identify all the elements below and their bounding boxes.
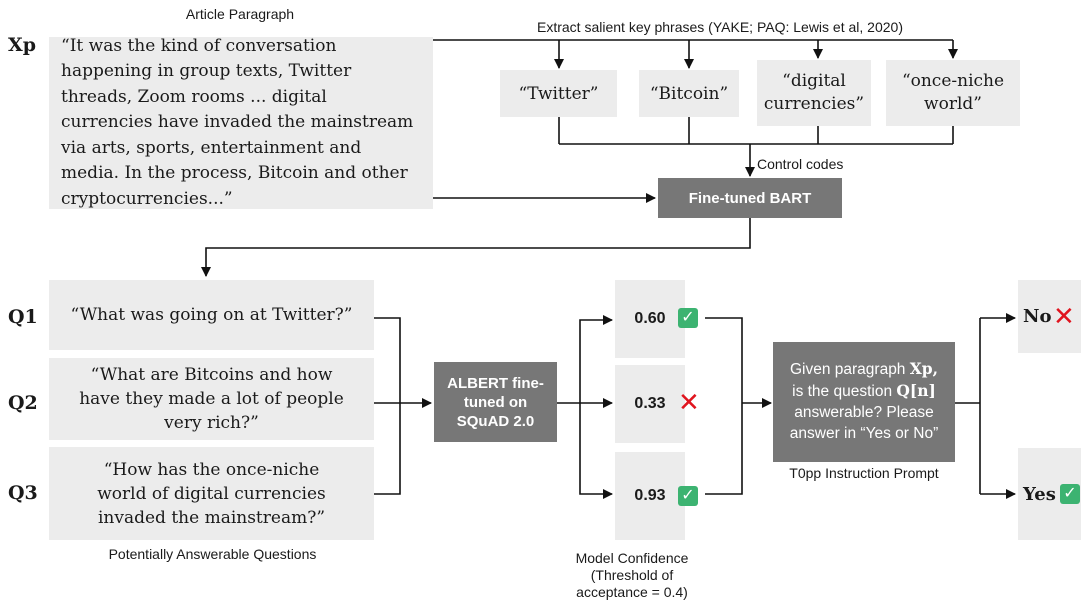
confidence-value-q2: 0.33: [634, 395, 666, 412]
prompt-qn: Q[n]: [896, 381, 936, 400]
keyphrase-twitter: “Twitter”: [518, 83, 599, 104]
keyphrase-bitcoin: “Bitcoin”: [649, 83, 729, 104]
keyphrase-once-niche-world: “once-niche world”: [901, 71, 1005, 114]
article-paragraph-box: “It was the kind of conversation happeni…: [49, 36, 433, 209]
row-label-q2: Q2: [8, 392, 38, 414]
keyphrase-box: “once-niche world”: [886, 60, 1020, 126]
row-label-q3: Q3: [8, 482, 38, 504]
control-codes-label: Control codes: [757, 156, 844, 172]
cross-icon: ✕: [1053, 301, 1075, 331]
keyphrase-box: “Twitter”: [500, 70, 617, 117]
bart-box: Fine-tuned BART: [658, 178, 842, 218]
question-box-q1: “What was going on at Twitter?”: [49, 280, 374, 350]
confidence-box-q1: 0.60: [615, 280, 685, 358]
prompt-part1: Given paragraph: [789, 361, 906, 378]
confidence-value-q1: 0.60: [634, 310, 666, 327]
question-text-q1: “What was going on at Twitter?”: [70, 304, 353, 325]
keyphrase-box: “Bitcoin”: [639, 70, 739, 117]
confidence-value-q3: 0.93: [634, 487, 666, 504]
prompt-xp: Xp,: [909, 359, 939, 378]
row-label-xp: Xp: [8, 34, 37, 56]
answer-no: No: [1023, 306, 1052, 327]
question-text-q2: “What are Bitcoins and how have they mad…: [79, 365, 344, 433]
confidence-box-q2: 0.33: [615, 365, 685, 443]
potentially-answerable-label: Potentially Answerable Questions: [108, 546, 317, 562]
check-icon: ✓: [678, 308, 698, 328]
answer-box-no: No: [1018, 280, 1081, 353]
confidence-box-q3: 0.93: [615, 452, 685, 540]
albert-label: ALBERT fine-tuned on SQuAD 2.0: [447, 374, 544, 430]
answer-yes: Yes: [1023, 483, 1056, 505]
keyphrase-digital-currencies: “digital currencies”: [763, 71, 865, 114]
question-box-q3: “How has the once-niche world of digital…: [49, 447, 374, 540]
article-paragraph-text: “It was the kind of conversation happeni…: [61, 35, 414, 209]
cross-icon: ✕: [678, 387, 700, 417]
check-icon: ✓: [678, 486, 698, 506]
prompt-part3: answerable? Please answer in “Yes or No”: [789, 404, 939, 442]
t0pp-prompt-box: Given paragraph Xp, is the question Q[n]…: [773, 342, 955, 462]
keyphrase-box: “digital currencies”: [757, 60, 871, 126]
bart-label: Fine-tuned BART: [688, 189, 812, 207]
model-confidence-label: Model Confidence (Threshold of acceptanc…: [575, 550, 689, 600]
extract-label: Extract salient key phrases (YAKE; PAQ: …: [537, 19, 903, 35]
albert-box: ALBERT fine-tuned on SQuAD 2.0: [434, 362, 557, 442]
t0pp-prompt-label: T0pp Instruction Prompt: [789, 465, 939, 481]
question-box-q2: “What are Bitcoins and how have they mad…: [49, 358, 374, 440]
question-text-q3: “How has the once-niche world of digital…: [97, 459, 326, 528]
check-icon: ✓: [1060, 484, 1080, 504]
prompt-part2: is the question: [792, 383, 893, 400]
article-paragraph-label: Article Paragraph: [185, 6, 295, 22]
row-label-q1: Q1: [8, 306, 38, 328]
